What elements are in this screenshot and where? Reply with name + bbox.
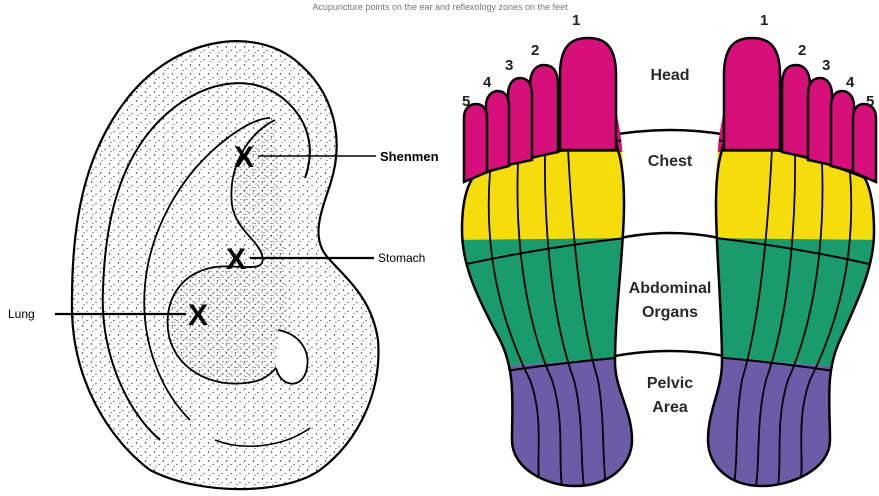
- right-toe-number-3: 3: [822, 57, 830, 74]
- ear-illustration: X Shenmen X Stomach X Lung: [8, 41, 439, 489]
- left-toe-number-3: 3: [505, 57, 513, 74]
- stomach-marker: X: [226, 243, 246, 276]
- lung-label: Lung: [8, 307, 35, 321]
- abdominal-band-top-arc: [620, 233, 720, 238]
- right-big-toe: [724, 38, 780, 150]
- pelvic-band-top-arc: [615, 351, 725, 356]
- right-foot-abdominal-zone: [700, 238, 879, 370]
- left-toe-2: [530, 65, 558, 158]
- left-toe-3: [508, 78, 532, 165]
- left-toe-number-1: 1: [572, 12, 580, 29]
- chest-band-top-arc: [612, 130, 728, 135]
- left-toe-number-2: 2: [531, 42, 539, 59]
- left-big-toe: [560, 38, 616, 150]
- shenmen-label: Shenmen: [380, 149, 439, 164]
- left-toe-5: [464, 104, 487, 182]
- shenmen-marker: X: [234, 141, 254, 174]
- pelvic-region-label-line2: Area: [652, 399, 688, 416]
- left-toe-number-4: 4: [483, 74, 492, 91]
- left-toe-number-5: 5: [462, 93, 470, 110]
- top-caption: Acupuncture points on the ear and reflex…: [312, 2, 568, 12]
- abdominal-region-label-line1: Abdominal: [629, 280, 712, 297]
- right-toe-5: [853, 104, 876, 182]
- head-region-label: Head: [650, 67, 689, 84]
- right-toe-number-5: 5: [866, 93, 874, 110]
- left-foot: 1 2 3 4 5: [455, 12, 640, 496]
- right-toe-2: [782, 65, 810, 158]
- right-toe-3: [808, 78, 832, 165]
- stomach-label: Stomach: [378, 251, 425, 265]
- chest-region-label: Chest: [648, 153, 693, 170]
- left-toe-4: [486, 91, 509, 172]
- right-toe-number-2: 2: [798, 42, 806, 59]
- feet-illustration: 1 2 3 4 5: [455, 12, 879, 496]
- pelvic-region-label-line1: Pelvic: [647, 375, 693, 392]
- right-toe-number-1: 1: [760, 12, 768, 29]
- right-toe-4: [831, 91, 854, 172]
- abdominal-region-label-line2: Organs: [642, 304, 698, 321]
- right-foot: 1 2 3 4 5: [700, 12, 879, 496]
- lung-marker: X: [188, 299, 208, 332]
- right-toe-number-4: 4: [846, 74, 855, 91]
